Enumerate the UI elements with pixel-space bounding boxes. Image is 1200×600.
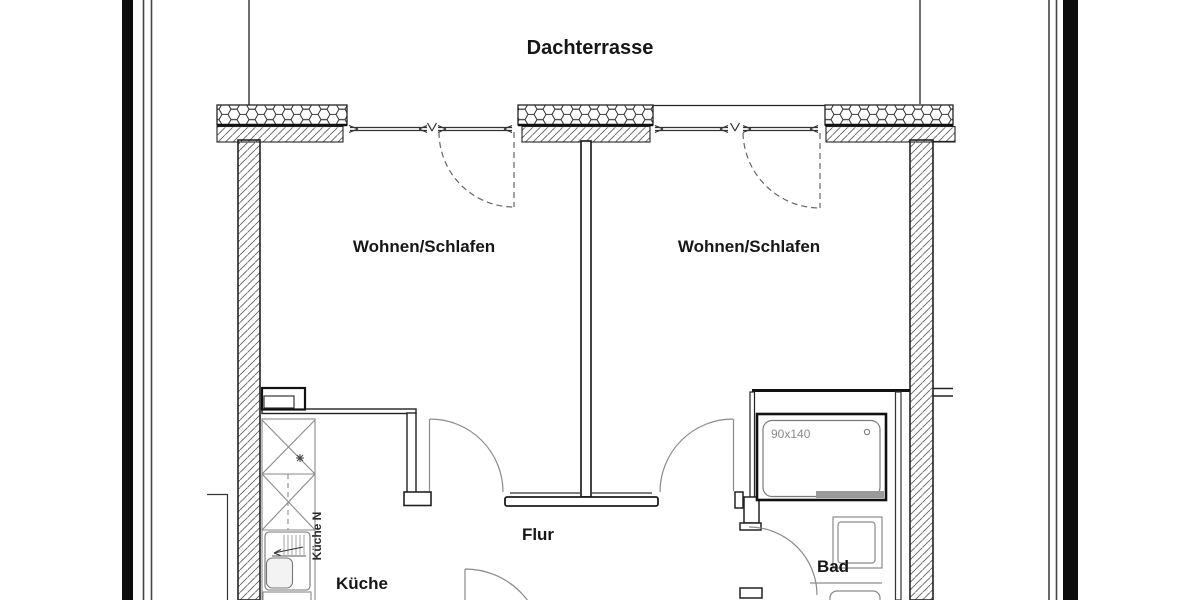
kitchen-partition — [260, 386, 432, 507]
terrace-door-sill-left — [426, 122, 513, 134]
right-wall-junction-stubs — [933, 387, 953, 397]
drain-icon — [863, 428, 871, 436]
terrace-door-swing-right — [742, 132, 821, 209]
bath-toilet — [810, 582, 882, 600]
lower-terrace-edge — [207, 493, 229, 600]
bath-washbasin — [832, 516, 883, 569]
kitchen-tall-cabinet — [261, 419, 316, 531]
terrace-window-right — [654, 124, 729, 134]
hall-wall — [504, 491, 744, 509]
bath-installation-wall — [894, 391, 902, 600]
kitchen-unit — [261, 418, 316, 600]
right-building-edge — [1048, 0, 1078, 600]
bathtub-size-label: 90x140 — [771, 427, 811, 441]
terrace-label: Dachterrasse — [527, 37, 654, 59]
entry-door — [464, 568, 528, 600]
faucet-icon — [273, 546, 304, 556]
terrace-window-left — [348, 124, 428, 134]
bath-door — [748, 526, 818, 596]
right-exterior-wall — [909, 139, 934, 600]
room-left-label: Wohnen/Schlafen — [353, 237, 495, 256]
terrace-boundary — [248, 0, 921, 105]
room-left-door — [428, 418, 504, 493]
bathtub — [755, 412, 888, 502]
hall-label: Flur — [522, 525, 554, 544]
center-partition-wall — [580, 140, 592, 498]
room-right-label: Wohnen/Schlafen — [678, 237, 820, 256]
kitchen-sink — [264, 531, 311, 591]
duct-shaft — [263, 395, 295, 409]
left-building-edge — [122, 0, 153, 600]
kitchen-unit-label: Küche N — [310, 512, 324, 561]
left-exterior-wall — [237, 139, 261, 600]
snowflake-icon — [296, 454, 304, 462]
top-wall — [216, 104, 956, 143]
terrace-door-swing-left — [438, 131, 515, 208]
bathtub-shade-bar — [816, 491, 884, 498]
terrace-door-sill-right — [729, 122, 819, 134]
room-right-door — [659, 418, 735, 493]
kitchen-label: Küche — [336, 574, 388, 593]
bath-label: Bad — [817, 557, 849, 576]
kitchen-stove — [262, 591, 312, 600]
